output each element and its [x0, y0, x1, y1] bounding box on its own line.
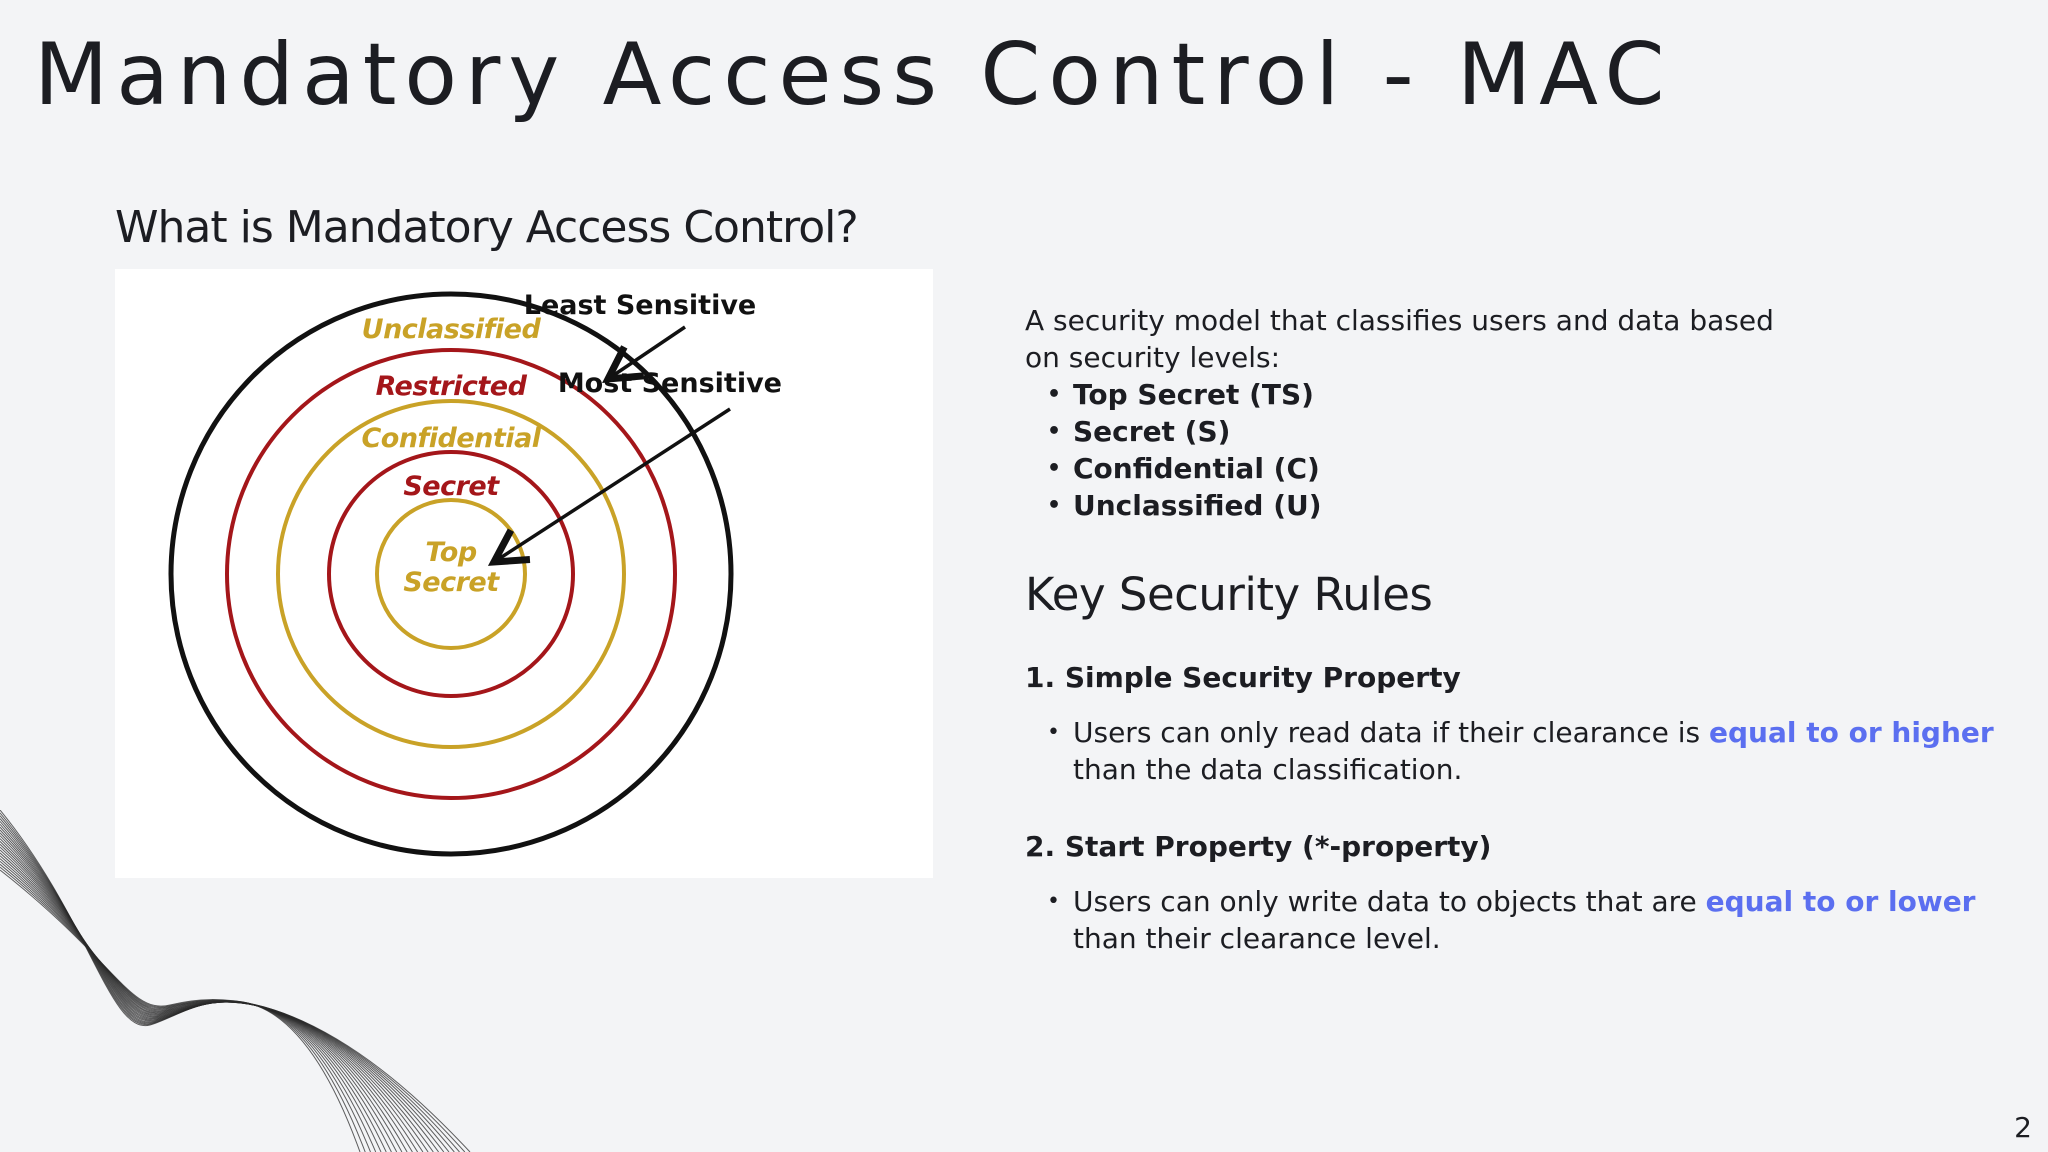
level-label: Confidential (C) — [1073, 452, 1320, 485]
least-sensitive-arrow — [608, 325, 686, 379]
rule-detail-list: • Users can only read data if their clear… — [1025, 714, 2005, 788]
rule-detail-list: • Users can only write data to objects th… — [1025, 883, 2005, 957]
bullet-icon: • — [1047, 419, 1062, 444]
wave-line — [0, 815, 371, 1152]
rule-text-after: than the data classification. — [1073, 753, 1463, 786]
wave-line — [0, 866, 466, 1152]
content-column: A security model that classifies users a… — [1025, 302, 2005, 957]
rule-detail: • Users can only read data if their clear… — [1025, 714, 2005, 788]
level-item: • Unclassified (U) — [1025, 487, 2005, 524]
wave-line — [0, 863, 460, 1152]
wave-line — [0, 829, 398, 1152]
wave-line — [0, 869, 471, 1152]
bullet-icon: • — [1047, 720, 1060, 745]
wave-line — [0, 843, 424, 1152]
wave-line — [0, 810, 361, 1152]
ring-secret — [375, 498, 527, 650]
rule-highlight: equal to or lower — [1705, 885, 1976, 918]
decorative-wave-lines — [0, 810, 471, 1152]
wave-line — [0, 823, 387, 1152]
ring-unclassified — [225, 348, 677, 800]
ring-label-unclassified: Unclassified — [362, 314, 542, 345]
rule-highlight: equal to or higher — [1709, 716, 1994, 749]
bullet-icon: • — [1047, 382, 1062, 407]
rules-heading: Key Security Rules — [1025, 568, 1433, 621]
rule-text-after: than their clearance level. — [1073, 922, 1441, 955]
wave-line — [0, 812, 366, 1152]
wave-line — [0, 841, 419, 1152]
mac-levels-diagram: Unclassified Restricted Confidential Sec… — [115, 269, 933, 878]
security-levels-list: • Top Secret (TS) • Secret (S) • Confidenti… — [1025, 376, 2005, 524]
rule-detail: • Users can only write data to objects th… — [1025, 883, 2005, 957]
rule-title-star-property: 2. Start Property (*-property) — [1025, 830, 1492, 863]
wave-line — [0, 818, 377, 1152]
ring-outer — [168, 291, 734, 857]
bullet-icon: • — [1047, 889, 1060, 914]
rule-text-before: Users can only write data to objects tha… — [1073, 885, 1706, 918]
level-label: Top Secret (TS) — [1073, 378, 1314, 411]
bullet-icon: • — [1047, 493, 1062, 518]
wave-line — [0, 832, 403, 1152]
slide-title: Mandatory Access Control - MAC — [34, 25, 1673, 125]
least-sensitive-label: Least Sensitive — [524, 290, 757, 321]
bullet-icon: • — [1047, 456, 1062, 481]
ring-label-restricted: Restricted — [376, 371, 528, 402]
level-label: Unclassified (U) — [1073, 489, 1322, 522]
ring-restricted — [276, 399, 626, 749]
wave-line — [0, 826, 392, 1152]
wave-line — [0, 838, 413, 1152]
ring-label-top: Top — [425, 537, 476, 568]
level-label: Secret (S) — [1073, 415, 1231, 448]
rule-text-before: Users can only read data if their cleara… — [1073, 716, 1710, 749]
most-sensitive-label: Most Sensitive — [558, 368, 782, 399]
rule-title-simple-security: 1. Simple Security Property — [1025, 661, 1461, 694]
page-number: 2 — [2014, 1111, 2032, 1144]
most-sensitive-arrow — [494, 407, 731, 562]
level-item: • Top Secret (TS) — [1025, 376, 2005, 413]
ring-label-confidential: Confidential — [361, 423, 541, 454]
ring-label-top-secret: Secret — [403, 567, 500, 598]
section-heading: What is Mandatory Access Control? — [115, 202, 859, 253]
ring-confidential — [327, 450, 575, 698]
wave-line — [0, 821, 382, 1152]
ring-label-secret: Secret — [403, 471, 500, 502]
wave-line — [0, 855, 445, 1152]
wave-line — [0, 858, 450, 1152]
level-item: • Confidential (C) — [1025, 450, 2005, 487]
intro-text: A security model that classifies users a… — [1025, 304, 1774, 374]
level-item: • Secret (S) — [1025, 413, 2005, 450]
wave-line — [0, 835, 408, 1152]
concentric-rings-figure: Unclassified Restricted Confidential Sec… — [168, 290, 782, 857]
wave-line — [0, 861, 455, 1152]
